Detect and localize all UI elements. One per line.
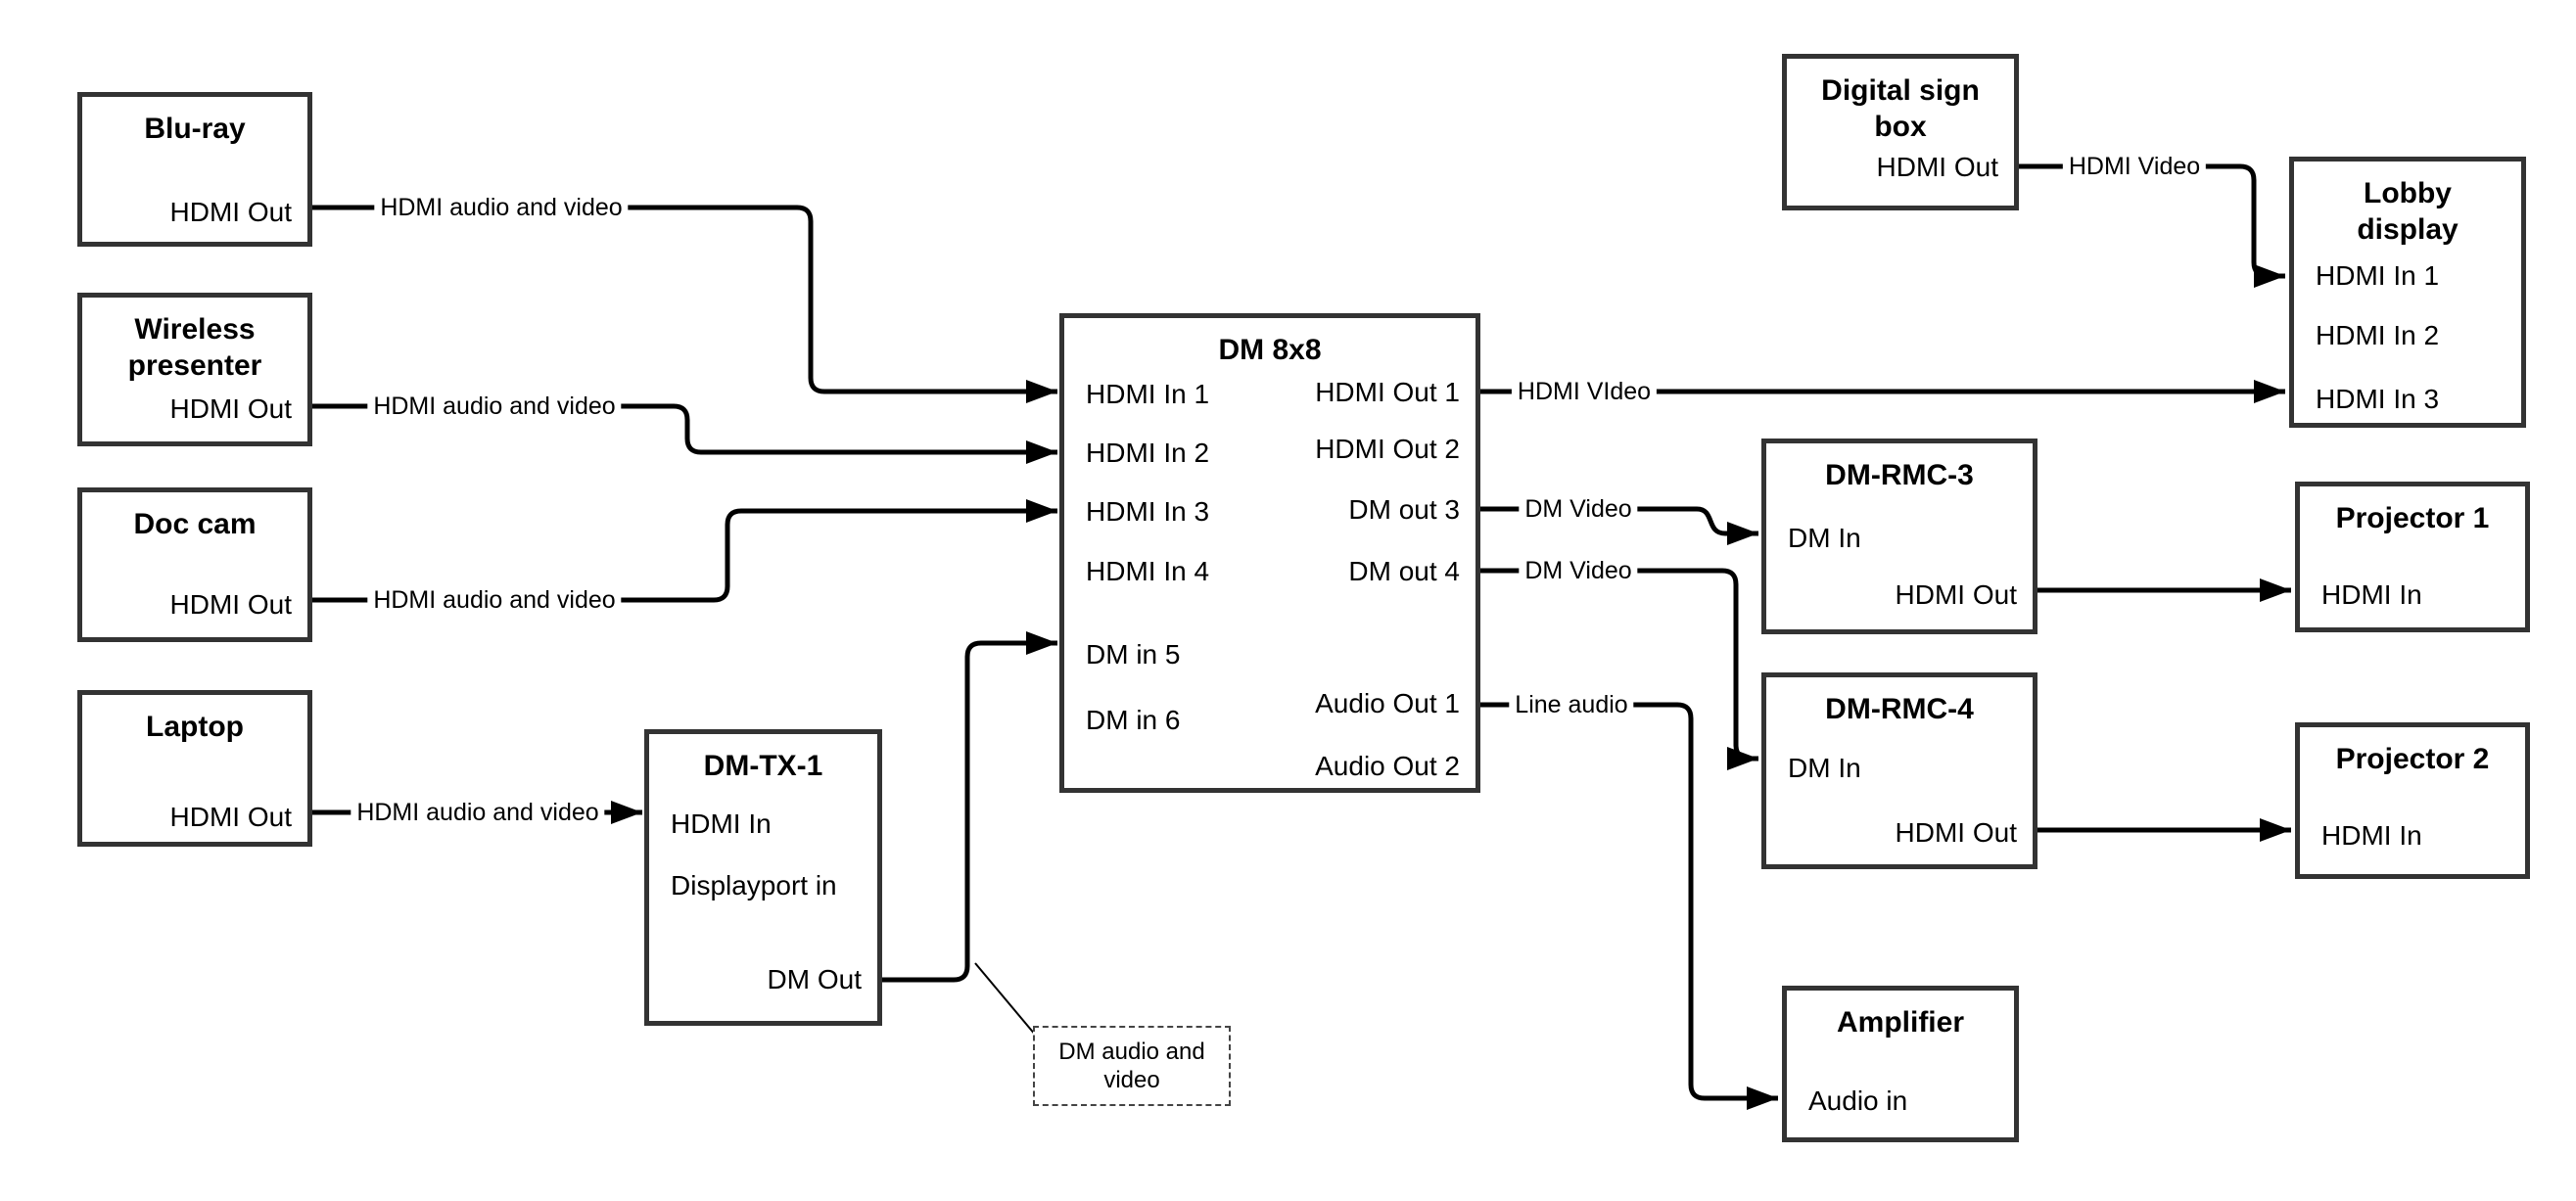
wire-label-dm-video-out4: DM Video — [1519, 556, 1638, 585]
node-digital-sign-box-title-line1: Digital sign — [1821, 74, 1980, 107]
wire-label-laptop-hdmi-av: HDMI audio and video — [351, 798, 605, 827]
callout-text-line1: DM audio and — [1058, 1039, 1205, 1065]
node-doc-cam-title: Doc cam — [133, 508, 257, 540]
node-amplifier-port-audio-in: Audio in — [1808, 1086, 1908, 1116]
wire-label-wireless-hdmi-av: HDMI audio and video — [367, 392, 622, 421]
node-digital-sign-box-title-line2: box — [1874, 111, 1927, 143]
node-lobby-display-port-hdmi-in-3: HDMI In 3 — [2316, 384, 2440, 414]
node-wireless-presenter-title-line1: Wireless — [134, 313, 256, 346]
node-projector-1-port-hdmi-in: HDMI In — [2321, 579, 2422, 610]
node-dm-rmc-3: DM-RMC-3 DM In HDMI Out — [1761, 439, 2037, 634]
node-lobby-display-title-line1: Lobby — [2364, 177, 2452, 209]
wire-bluray-to-dm8x8-in1 — [308, 205, 1057, 403]
node-lobby-display-port-hdmi-in-1: HDMI In 1 — [2316, 260, 2440, 291]
node-dm-8x8-port-audio-out-2: Audio Out 2 — [1315, 751, 1460, 781]
node-dm-rmc-3-title: DM-RMC-3 — [1825, 459, 1974, 491]
node-dm-rmc-3-port-hdmi-out: HDMI Out — [1895, 579, 2017, 610]
wire-dm8x8-out3-to-dmrmc3-dm-in — [1480, 506, 1758, 545]
node-lobby-display-title: Lobby display — [2294, 175, 2521, 248]
node-doc-cam: Doc cam HDMI Out — [77, 487, 312, 642]
node-bluray-port-hdmi-out: HDMI Out — [169, 197, 292, 227]
node-dm-tx-1-port-hdmi-in: HDMI In — [671, 808, 772, 839]
node-digital-sign-box-port-hdmi-out: HDMI Out — [1876, 152, 1998, 182]
node-digital-sign-box: Digital sign box HDMI Out — [1782, 54, 2019, 210]
node-dm-rmc-4-title: DM-RMC-4 — [1825, 693, 1974, 725]
wire-label-dm-video-out3: DM Video — [1519, 494, 1638, 524]
wire-label-doccam-hdmi-av: HDMI audio and video — [367, 585, 622, 615]
node-projector-2: Projector 2 HDMI In — [2295, 722, 2530, 879]
node-dm-tx-1: DM-TX-1 HDMI In Displayport in DM Out — [644, 729, 882, 1026]
node-dm-8x8-port-hdmi-in-1: HDMI In 1 — [1086, 379, 1210, 409]
node-amplifier: Amplifier Audio in — [1782, 986, 2019, 1142]
wire-label-hdmi-video-out1: HDMI VIdeo — [1511, 377, 1658, 406]
node-dm-8x8-port-dm-in-5: DM in 5 — [1086, 639, 1181, 670]
node-projector-2-port-hdmi-in: HDMI In — [2321, 820, 2422, 851]
wire-dm8x8-out4-to-dmrmc4-dm-in — [1480, 568, 1758, 770]
node-dm-8x8-port-hdmi-out-2: HDMI Out 2 — [1315, 434, 1460, 464]
node-dm-8x8-port-hdmi-in-4: HDMI In 4 — [1086, 556, 1210, 586]
callout-leader-line — [974, 962, 1037, 1037]
node-dm-8x8-port-dm-out-4: DM out 4 — [1348, 556, 1460, 586]
node-projector-1-title: Projector 1 — [2335, 502, 2490, 534]
node-dm-rmc-4-port-hdmi-out: HDMI Out — [1895, 817, 2017, 848]
callout-text-line2: video — [1103, 1067, 1160, 1093]
node-laptop-port-hdmi-out: HDMI Out — [169, 802, 292, 832]
node-amplifier-title: Amplifier — [1836, 1006, 1965, 1039]
node-wireless-presenter: Wireless presenter HDMI Out — [77, 293, 312, 446]
wire-dm8x8-aout1-to-amplifier — [1480, 702, 1778, 1110]
node-dm-8x8-port-audio-out-1: Audio Out 1 — [1315, 688, 1460, 718]
node-dm-tx-1-port-dm-out: DM Out — [767, 964, 862, 994]
wire-wireless-to-dm8x8-in2 — [308, 403, 1057, 464]
node-wireless-presenter-port-hdmi-out: HDMI Out — [169, 393, 292, 424]
node-laptop-title: Laptop — [146, 711, 244, 743]
node-laptop: Laptop HDMI Out — [77, 690, 312, 847]
node-dm-8x8: DM 8x8 HDMI In 1 HDMI In 2 HDMI In 3 HDM… — [1059, 313, 1480, 793]
node-wireless-presenter-title-line2: presenter — [127, 349, 262, 382]
node-dm-rmc-3-port-dm-in: DM In — [1788, 523, 1861, 553]
wire-label-line-audio: Line audio — [1509, 690, 1634, 719]
node-digital-sign-box-title: Digital sign box — [1787, 72, 2014, 145]
node-dm-8x8-port-hdmi-in-3: HDMI In 3 — [1086, 496, 1210, 527]
wire-dmtx1-to-dm8x8-in5 — [882, 631, 1057, 983]
node-lobby-display-port-hdmi-in-2: HDMI In 2 — [2316, 320, 2440, 350]
wire-label-digital-sign-hdmi-video: HDMI Video — [2062, 152, 2207, 181]
wire-digital-sign-to-lobby-in1 — [2019, 163, 2285, 288]
node-doc-cam-port-hdmi-out: HDMI Out — [169, 589, 292, 620]
node-lobby-display-title-line2: display — [2357, 213, 2459, 246]
node-dm-8x8-port-hdmi-in-2: HDMI In 2 — [1086, 438, 1210, 468]
node-lobby-display: Lobby display HDMI In 1 HDMI In 2 HDMI I… — [2289, 157, 2526, 428]
node-dm-8x8-port-dm-out-3: DM out 3 — [1348, 494, 1460, 525]
node-dm-8x8-port-dm-in-6: DM in 6 — [1086, 705, 1181, 735]
node-dm-rmc-4-port-dm-in: DM In — [1788, 753, 1861, 783]
node-dm-tx-1-port-displayport-in: Displayport in — [671, 870, 837, 901]
node-bluray: Blu-ray HDMI Out — [77, 92, 312, 247]
node-projector-2-title: Projector 2 — [2335, 743, 2490, 775]
wire-doccam-to-dm8x8-in3 — [308, 499, 1057, 603]
node-projector-1: Projector 1 HDMI In — [2295, 482, 2530, 632]
node-wireless-presenter-title: Wireless presenter — [82, 311, 307, 384]
wire-label-bluray-hdmi-av: HDMI audio and video — [374, 193, 629, 222]
node-dm-8x8-port-hdmi-out-1: HDMI Out 1 — [1315, 377, 1460, 407]
callout-dm-audio-and-video: DM audio and video — [1033, 1026, 1231, 1106]
node-dm-8x8-title: DM 8x8 — [1218, 334, 1322, 366]
node-dm-rmc-4: DM-RMC-4 DM In HDMI Out — [1761, 672, 2037, 869]
node-dm-tx-1-title: DM-TX-1 — [703, 750, 823, 782]
node-bluray-title: Blu-ray — [144, 113, 246, 145]
